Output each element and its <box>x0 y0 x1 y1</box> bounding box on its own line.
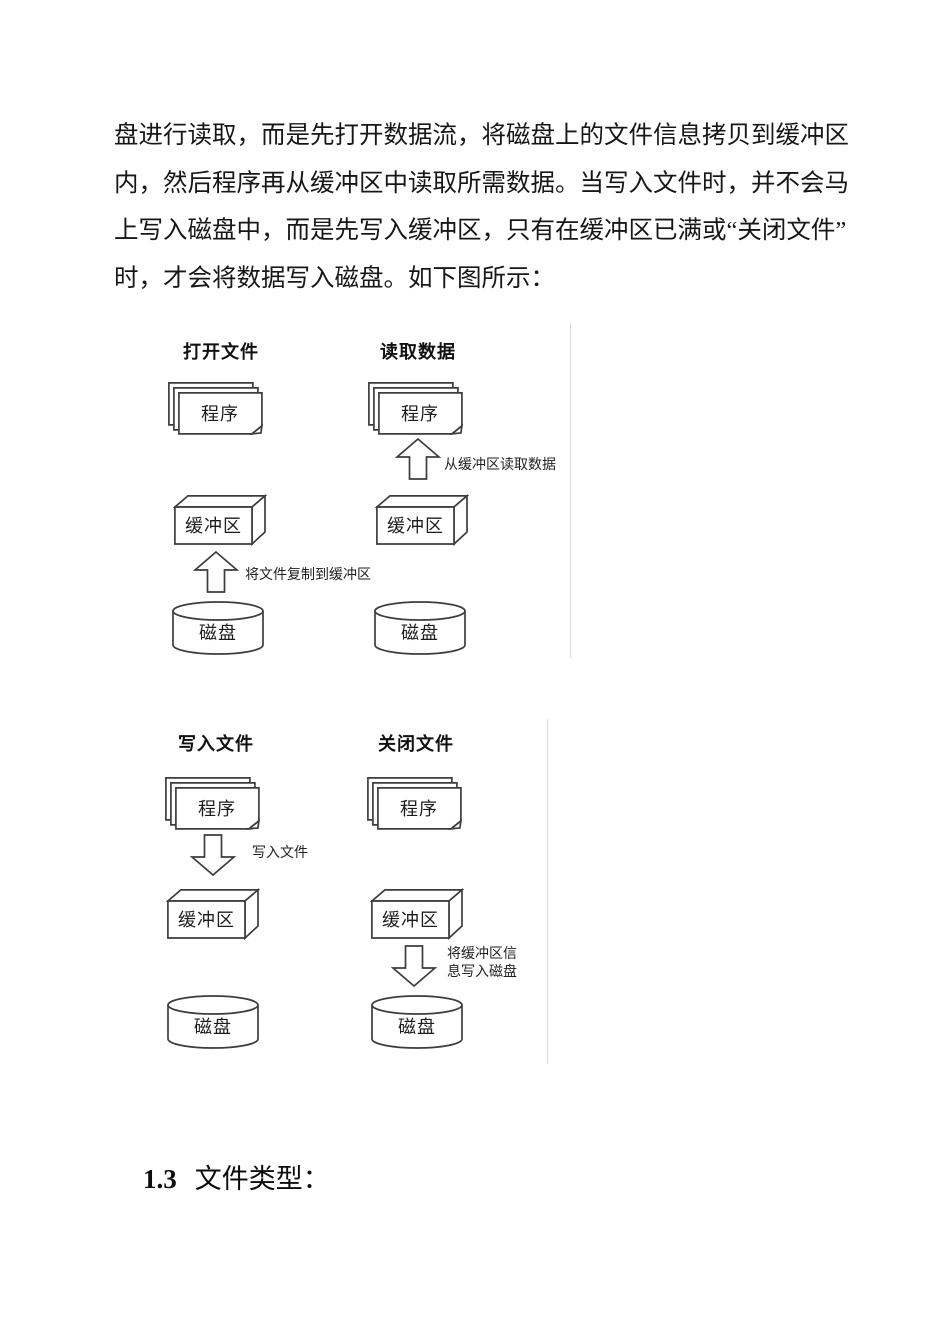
figure1-right-border <box>570 323 571 658</box>
folded-corner-icon <box>246 818 261 831</box>
program-label: 程序 <box>401 404 439 424</box>
read-arrow-label: 从缓冲区读取数据 <box>444 456 556 472</box>
body-paragraph: 盘进行读取，而是先打开数据流，将磁盘上的文件信息拷贝到缓冲区 内，然后程序再从缓… <box>114 112 854 302</box>
figure2-close-file-title: 关闭文件 <box>378 734 454 754</box>
write-arrow-label: 写入文件 <box>252 844 308 860</box>
paragraph-line: 内，然后程序再从缓冲区中读取所需数据。当写入文件时，并不会马 <box>114 169 849 197</box>
program-documents-shape: 程序 <box>168 382 264 436</box>
buffer-box-shape: 缓冲区 <box>369 888 465 940</box>
disk-label: 磁盘 <box>194 1017 232 1037</box>
buffer-box-shape: 缓冲区 <box>172 494 268 546</box>
disk-label: 磁盘 <box>199 623 237 643</box>
figure2-write-file-title: 写入文件 <box>178 734 254 754</box>
program-documents-shape: 程序 <box>165 777 261 831</box>
disk-cylinder-shape: 磁盘 <box>374 601 466 655</box>
folded-corner-icon <box>448 818 463 831</box>
paragraph-line: 上写入磁盘中，而是先写入缓冲区，只有在缓冲区已满或“关闭文件” <box>114 217 847 244</box>
up-arrow-shape <box>394 437 442 480</box>
section-title: 文件类型： <box>194 1164 330 1194</box>
buffer-label: 缓冲区 <box>185 516 242 536</box>
figure1-open-file-title: 打开文件 <box>183 342 259 362</box>
section-heading: 1.3 文件类型： <box>143 1157 330 1196</box>
disk-cylinder-shape: 磁盘 <box>371 995 463 1049</box>
buffer-box-shape: 缓冲区 <box>165 888 261 940</box>
flush-arrow-label: 将缓冲区信 息写入磁盘 <box>447 944 517 980</box>
program-label: 程序 <box>201 404 239 424</box>
figure1-read-data-title: 读取数据 <box>380 342 456 362</box>
paragraph-line: 时，才会将数据写入磁盘。如下图所示： <box>114 264 555 292</box>
paragraph-line: 盘进行读取，而是先打开数据流，将磁盘上的文件信息拷贝到缓冲区 <box>114 122 849 149</box>
program-label: 程序 <box>198 799 236 819</box>
buffer-label: 缓冲区 <box>178 910 235 930</box>
program-documents-shape: 程序 <box>368 382 464 436</box>
disk-label: 磁盘 <box>398 1017 436 1037</box>
buffer-label: 缓冲区 <box>382 910 439 930</box>
section-number: 1.3 <box>143 1164 177 1194</box>
disk-cylinder-shape: 磁盘 <box>172 601 264 655</box>
buffer-box-shape: 缓冲区 <box>374 494 470 546</box>
folded-corner-icon <box>449 423 464 436</box>
flush-arrow-label-line1: 将缓冲区信 <box>447 945 517 961</box>
down-arrow-shape <box>189 834 237 877</box>
figure2-right-border <box>547 719 548 1064</box>
folded-corner-icon <box>249 423 264 436</box>
flush-arrow-label-line2: 息写入磁盘 <box>447 963 517 979</box>
buffer-label: 缓冲区 <box>387 516 444 536</box>
up-arrow-shape <box>192 550 240 593</box>
program-label: 程序 <box>400 799 438 819</box>
copy-arrow-label: 将文件复制到缓冲区 <box>245 566 371 582</box>
disk-label: 磁盘 <box>401 623 439 643</box>
program-documents-shape: 程序 <box>367 777 463 831</box>
disk-cylinder-shape: 磁盘 <box>167 995 259 1049</box>
down-arrow-shape <box>390 945 438 988</box>
